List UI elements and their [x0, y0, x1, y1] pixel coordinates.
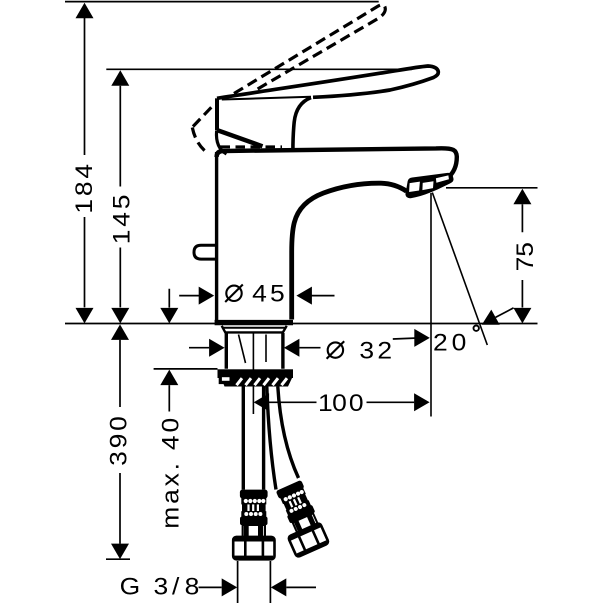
svg-text:G 3/8: G 3/8	[120, 573, 202, 600]
svg-text:20: 20	[433, 329, 469, 356]
svg-text:100: 100	[318, 390, 366, 417]
svg-text:145: 145	[108, 192, 135, 245]
svg-text:184: 184	[71, 161, 98, 214]
svg-text:32: 32	[359, 337, 394, 364]
svg-text:45: 45	[252, 281, 287, 308]
svg-text:max. 40: max. 40	[158, 415, 185, 529]
svg-text:75: 75	[512, 242, 539, 271]
svg-text:390: 390	[105, 413, 132, 466]
